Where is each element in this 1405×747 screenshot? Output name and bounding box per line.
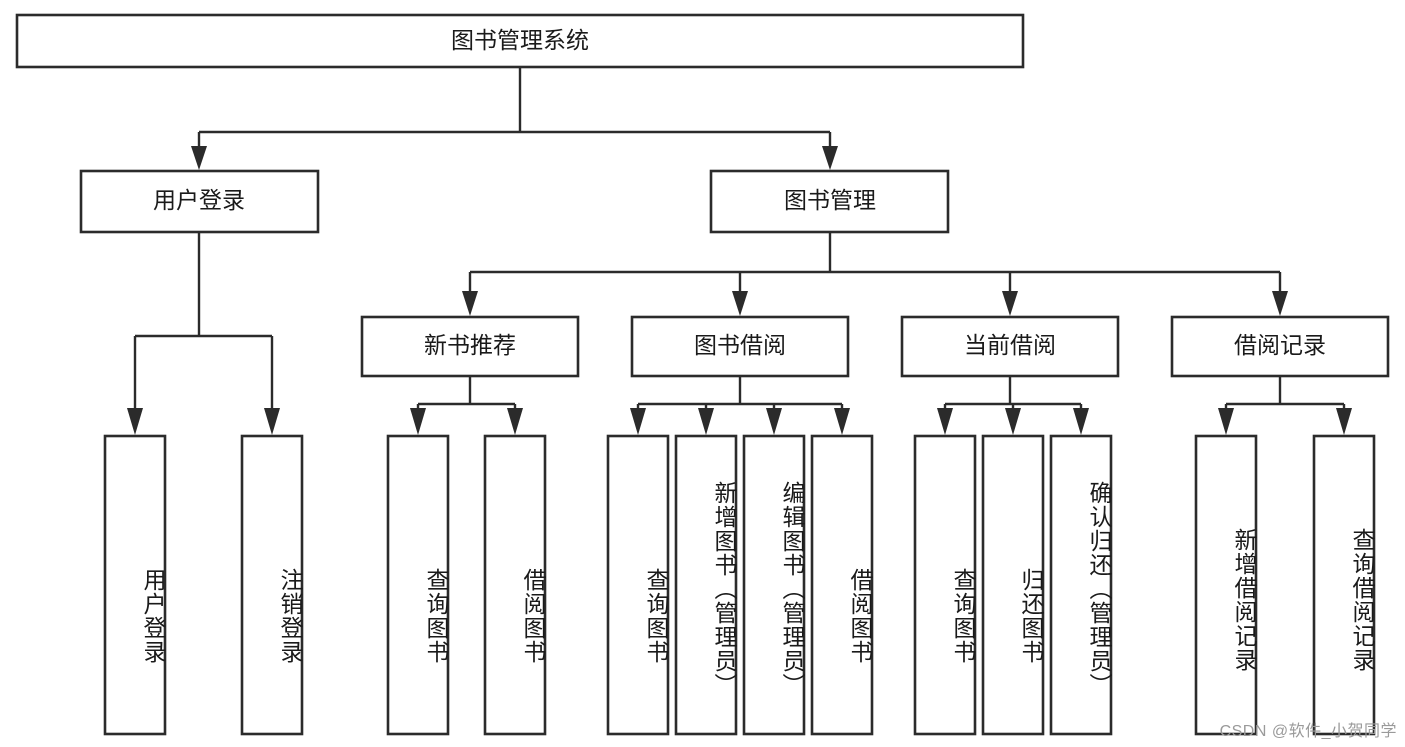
node-book-borrow-box[interactable] bbox=[630, 315, 850, 378]
node-root-box[interactable] bbox=[15, 13, 1025, 69]
node-new-book-rec-box[interactable] bbox=[360, 315, 580, 378]
arrow-head-leaf-edit-book bbox=[766, 408, 782, 435]
node-leaf-query-record-box[interactable] bbox=[1312, 434, 1376, 736]
arrow-head-leaf-query-book-3 bbox=[937, 408, 953, 435]
node-leaf-borrow-book-2-box[interactable] bbox=[810, 434, 874, 736]
node-book-manage[interactable]: 图书管理 bbox=[709, 169, 950, 234]
node-root[interactable]: 图书管理系统 bbox=[15, 13, 1025, 69]
node-leaf-user-login-box[interactable] bbox=[103, 434, 167, 736]
node-user-login-label: 用户登录 bbox=[153, 187, 245, 213]
node-new-book-rec[interactable]: 新书推荐 bbox=[360, 315, 580, 378]
node-leaf-query-book-1-box[interactable] bbox=[386, 434, 450, 736]
node-leaf-query-book-3-box[interactable] bbox=[913, 434, 977, 736]
connector-group bbox=[127, 67, 1352, 435]
node-user-login-box[interactable] bbox=[79, 169, 320, 234]
node-borrow-record-label: 借阅记录 bbox=[1234, 332, 1326, 358]
arrow-head-leaf-user-logout bbox=[264, 408, 280, 435]
arrow-head-to-user-login bbox=[191, 146, 207, 170]
node-current-borrow[interactable]: 当前借阅 bbox=[900, 315, 1120, 378]
csdn-watermark: CSDN @软件_小贺同学 bbox=[1219, 723, 1397, 740]
arrow-head-new-book-rec bbox=[462, 291, 478, 316]
arrow-head-leaf-borrow-book-2 bbox=[834, 408, 850, 435]
arrow-head-leaf-query-book-2 bbox=[630, 408, 646, 435]
arrow-head-current-borrow bbox=[1002, 291, 1018, 316]
arrow-head-book-borrow bbox=[732, 291, 748, 316]
node-leaf-return-book-box[interactable] bbox=[981, 434, 1045, 736]
arrow-head-to-book-manage bbox=[822, 146, 838, 170]
arrow-head-leaf-add-book bbox=[698, 408, 714, 435]
arrow-head-leaf-user-login bbox=[127, 408, 143, 435]
node-leaf-borrow-book-1-box[interactable] bbox=[483, 434, 547, 736]
arrow-head-leaf-borrow-book-1 bbox=[507, 408, 523, 435]
node-borrow-record-box[interactable] bbox=[1170, 315, 1390, 378]
arrow-head-leaf-query-book-1 bbox=[410, 408, 426, 435]
arrow-head-borrow-record bbox=[1272, 291, 1288, 316]
node-new-book-rec-label: 新书推荐 bbox=[424, 332, 516, 358]
node-leaf-edit-book-box[interactable] bbox=[742, 434, 806, 736]
arrow-head-leaf-return-book bbox=[1005, 408, 1021, 435]
arrow-head-leaf-confirm-return bbox=[1073, 408, 1089, 435]
arrow-head-leaf-add-record bbox=[1218, 408, 1234, 435]
arrow-head-leaf-query-record bbox=[1336, 408, 1352, 435]
node-book-borrow-label: 图书借阅 bbox=[694, 332, 786, 358]
node-book-manage-label: 图书管理 bbox=[784, 187, 876, 213]
node-user-login[interactable]: 用户登录 bbox=[79, 169, 320, 234]
node-leaf-add-record-box[interactable] bbox=[1194, 434, 1258, 736]
node-book-borrow[interactable]: 图书借阅 bbox=[630, 315, 850, 378]
leaf-box-group bbox=[103, 434, 1376, 736]
node-borrow-record[interactable]: 借阅记录 bbox=[1170, 315, 1390, 378]
node-leaf-user-logout-box[interactable] bbox=[240, 434, 304, 736]
node-book-manage-box[interactable] bbox=[709, 169, 950, 234]
node-current-borrow-label: 当前借阅 bbox=[964, 332, 1056, 358]
node-leaf-add-book-box[interactable] bbox=[674, 434, 738, 736]
node-leaf-confirm-return-box[interactable] bbox=[1049, 434, 1113, 736]
node-root-label: 图书管理系统 bbox=[451, 27, 589, 53]
node-leaf-query-book-2-box[interactable] bbox=[606, 434, 670, 736]
node-current-borrow-box[interactable] bbox=[900, 315, 1120, 378]
